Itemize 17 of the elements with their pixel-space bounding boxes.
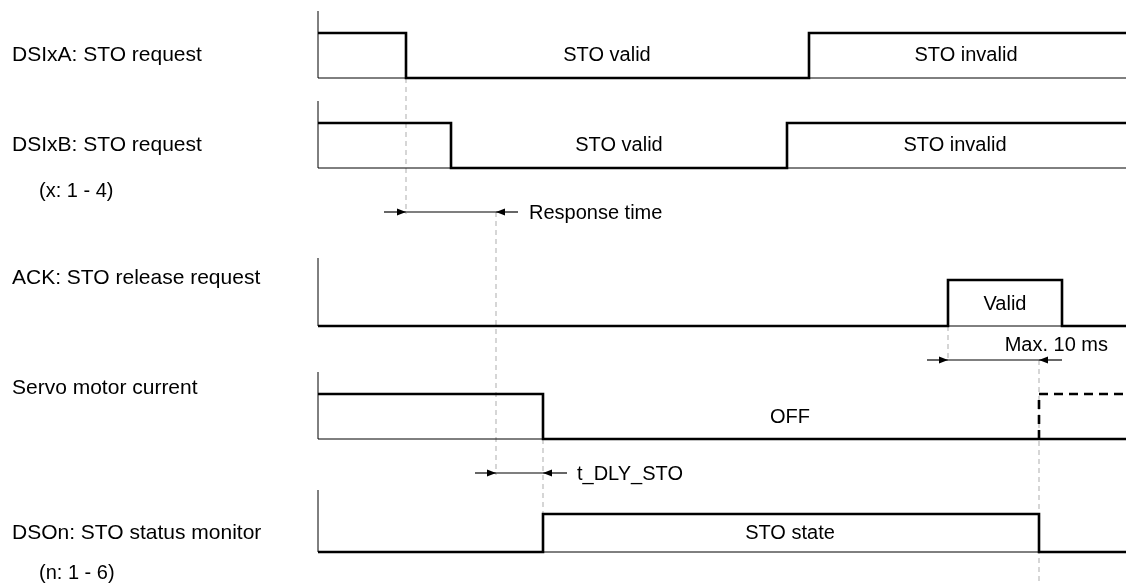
signal-name: Servo motor current [12,374,198,400]
signal-name: DSIxB: STO request [12,131,202,157]
note: (x: 1 - 4) [39,178,114,202]
state-label: STO invalid [914,42,1018,66]
timing-label: Max. 10 ms [1004,332,1108,356]
timing-label: Response time [529,200,663,224]
state-label: STO valid [575,132,663,156]
signal-name: DSIxA: STO request [12,41,202,67]
note: (n: 1 - 6) [39,560,115,584]
state-label: STO invalid [903,132,1007,156]
state-label: Valid [983,291,1027,315]
signal-name: ACK: STO release request [12,264,261,290]
timing-label: t_DLY_STO [577,461,683,485]
state-label: STO valid [563,42,651,66]
signal-name: DSOn: STO status monitor [12,519,262,545]
state-label: STO state [745,520,835,544]
state-label: OFF [770,404,810,428]
